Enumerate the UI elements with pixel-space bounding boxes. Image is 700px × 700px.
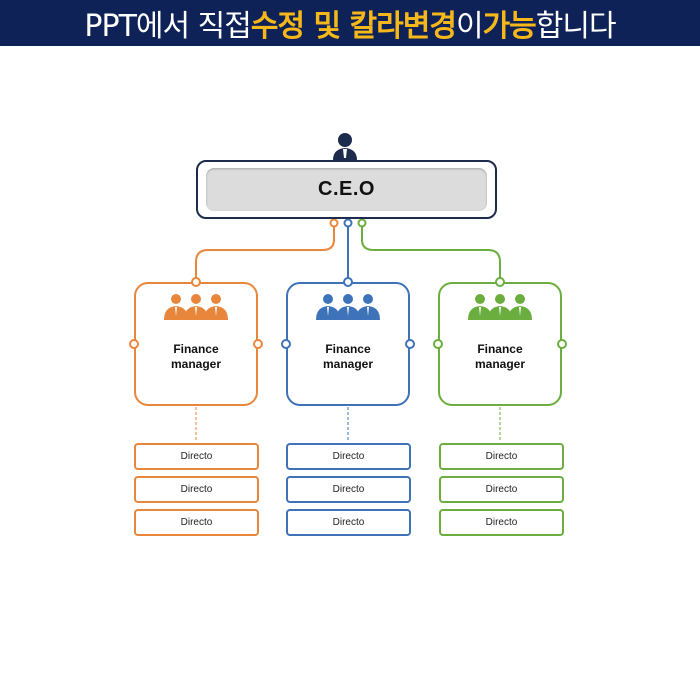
connector-dot (343, 218, 353, 228)
team-icon (164, 294, 228, 320)
manager-title-line2: manager (474, 357, 526, 371)
banner-text: PPT에서 직접 (84, 9, 251, 44)
manager-decor (281, 277, 415, 349)
manager-decor (433, 277, 567, 349)
ceo-inner-panel: C.E.O (206, 168, 487, 211)
director-box[interactable]: Directo (286, 443, 411, 470)
banner-highlight-edit: 수정 및 칼라변경 (250, 9, 457, 44)
banner-text-3: 합니다 (535, 9, 617, 44)
team-icon (468, 294, 532, 320)
connector-dot (191, 277, 201, 287)
connector-dot (329, 218, 339, 228)
team-icon (316, 294, 380, 320)
manager-box-blue[interactable]: Finance manager (281, 277, 415, 406)
connector-dot (343, 277, 353, 287)
manager-title-line2: manager (170, 357, 222, 371)
connector-dot (357, 218, 367, 228)
ceo-box[interactable]: C.E.O (196, 160, 497, 219)
manager-title: Finance manager (440, 342, 560, 372)
connector-dot (129, 339, 139, 349)
manager-box-orange[interactable]: Finance manager (129, 277, 263, 406)
director-box[interactable]: Directo (286, 509, 411, 536)
manager-title: Finance manager (288, 342, 408, 372)
manager-decor (129, 277, 263, 349)
banner-text-2: 이 (455, 9, 484, 44)
connector-orange (195, 222, 335, 282)
connector-dot (433, 339, 443, 349)
manager-title-line1: Finance (325, 342, 371, 356)
connector-dot (253, 339, 263, 349)
connector-dot (405, 339, 415, 349)
person-icon (333, 133, 357, 160)
manager-title-line2: manager (322, 357, 374, 371)
connector-dot (495, 277, 505, 287)
director-box[interactable]: Directo (439, 476, 564, 503)
director-box[interactable]: Directo (134, 443, 259, 470)
connector-dot (557, 339, 567, 349)
director-box[interactable]: Directo (134, 509, 259, 536)
manager-title: Finance manager (136, 342, 256, 372)
connector-green (361, 222, 501, 282)
manager-title-line1: Finance (173, 342, 219, 356)
ceo-label: C.E.O (318, 178, 375, 200)
manager-box-green[interactable]: Finance manager (433, 277, 567, 406)
director-box[interactable]: Directo (286, 476, 411, 503)
banner-highlight-possible: 가능 (482, 9, 537, 44)
connector-dot (281, 339, 291, 349)
manager-title-line1: Finance (477, 342, 523, 356)
director-box[interactable]: Directo (439, 443, 564, 470)
director-box[interactable]: Directo (439, 509, 564, 536)
director-box[interactable]: Directo (134, 476, 259, 503)
